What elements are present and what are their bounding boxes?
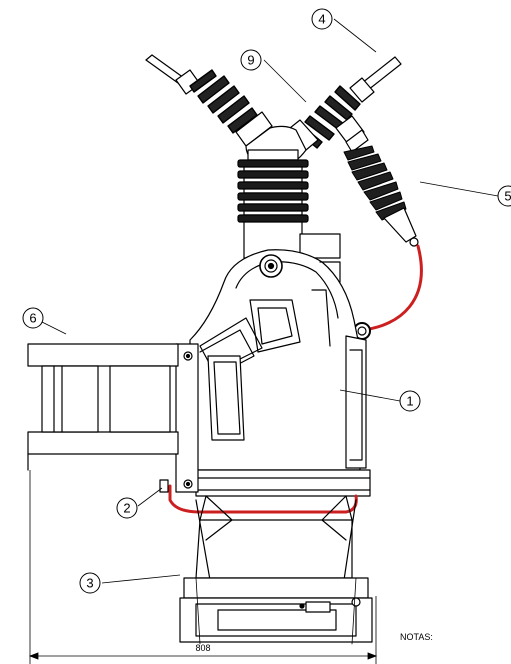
svg-text:2: 2	[123, 501, 130, 516]
svg-text:5: 5	[504, 189, 511, 204]
main-tank	[189, 249, 371, 497]
dimension-value: 808	[195, 643, 210, 653]
leader-1	[339, 389, 401, 402]
leader-3	[101, 574, 181, 584]
callout-5: 5	[497, 185, 511, 207]
dimension-line	[28, 470, 378, 664]
notes-label: NOTAS:	[400, 632, 433, 642]
callout-6: 6	[22, 307, 44, 329]
leader-6	[41, 321, 67, 335]
callout-3: 3	[79, 572, 101, 594]
leader-2	[137, 487, 163, 507]
svg-text:1: 1	[406, 394, 413, 409]
callout-9: 9	[240, 49, 262, 71]
callout-4: 4	[311, 8, 333, 30]
leader-9	[263, 59, 307, 103]
red-cable-upper	[360, 244, 423, 332]
right-bushing	[289, 56, 402, 151]
svg-text:9: 9	[247, 53, 254, 68]
svg-text:4: 4	[318, 12, 325, 27]
bracket	[27, 343, 179, 471]
callout-2: 2	[116, 497, 138, 519]
callout-1: 1	[399, 390, 421, 412]
mounting-plate	[175, 343, 199, 493]
svg-text:6: 6	[29, 311, 36, 326]
svg-text:3: 3	[86, 576, 93, 591]
lower-cabinet	[179, 495, 373, 645]
left-bushing	[145, 54, 273, 147]
central-insulator	[237, 149, 341, 259]
leader-5	[419, 181, 499, 197]
side-insulator	[335, 115, 419, 247]
leader-4	[333, 18, 377, 53]
